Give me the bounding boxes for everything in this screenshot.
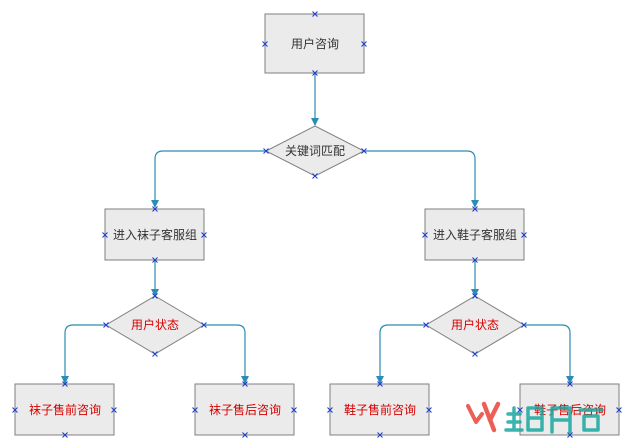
node-keyword-match-label: 关键词匹配: [285, 144, 345, 158]
node-shoes-presale[interactable]: 鞋子售前咨询: [329, 383, 430, 436]
port-marker-icon: [472, 293, 478, 299]
node-socks-group-label: 进入袜子客服组: [113, 227, 197, 242]
port-marker-icon: [567, 432, 573, 438]
node-user-consult-label: 用户咨询: [291, 36, 339, 51]
node-socks-aftersale-label: 袜子售后咨询: [209, 402, 281, 417]
node-user-status-left[interactable]: 用户状态: [105, 295, 205, 355]
port-marker-icon: [472, 351, 478, 357]
port-marker-icon: [103, 322, 109, 328]
port-marker-icon: [616, 407, 622, 413]
node-user-status-left-label: 用户状态: [131, 317, 179, 332]
port-marker-icon: [312, 173, 318, 179]
port-marker-icon: [327, 407, 333, 413]
port-marker-icon: [423, 322, 429, 328]
connector-status-right-to-aftersale: [524, 324, 574, 384]
port-marker-icon: [242, 432, 248, 438]
port-marker-icon: [361, 148, 367, 154]
connector-match-to-shoes: [364, 150, 479, 208]
node-socks-presale-label: 袜子售前咨询: [29, 402, 101, 417]
port-marker-icon: [291, 407, 297, 413]
node-socks-presale[interactable]: 袜子售前咨询: [14, 383, 115, 436]
port-marker-icon: [242, 381, 248, 387]
port-marker-icon: [517, 407, 523, 413]
connector-status-right-to-presale: [376, 324, 426, 384]
port-marker-icon: [361, 41, 367, 47]
port-marker-icon: [377, 381, 383, 387]
port-marker-icon: [201, 232, 207, 238]
port-marker-icon: [263, 148, 269, 154]
port-marker-icon: [102, 232, 108, 238]
port-marker-icon: [567, 381, 573, 387]
port-marker-icon: [521, 322, 527, 328]
port-marker-icon: [152, 293, 158, 299]
port-marker-icon: [426, 407, 432, 413]
port-marker-icon: [312, 11, 318, 17]
port-marker-icon: [262, 41, 268, 47]
port-marker-icon: [152, 351, 158, 357]
node-keyword-match[interactable]: 关键词匹配: [264, 125, 366, 177]
port-marker-icon: [192, 407, 198, 413]
port-marker-icon: [201, 322, 207, 328]
node-user-status-right-label: 用户状态: [451, 317, 499, 332]
node-user-consult[interactable]: 用户咨询: [264, 13, 365, 74]
port-marker-icon: [422, 232, 428, 238]
node-shoes-group[interactable]: 进入鞋子客服组: [424, 208, 525, 261]
watermark-logo-icon: [466, 401, 604, 434]
connector-status-left-to-presale: [61, 324, 106, 384]
connectors: [61, 73, 574, 384]
port-marker-icon: [472, 206, 478, 212]
port-marker-icon: [12, 407, 18, 413]
node-shoes-group-label: 进入鞋子客服组: [433, 227, 517, 242]
port-marker-icon: [111, 407, 117, 413]
port-marker-icon: [152, 257, 158, 263]
node-shoes-presale-label: 鞋子售前咨询: [344, 402, 416, 417]
port-marker-icon: [472, 257, 478, 263]
port-marker-icon: [62, 432, 68, 438]
port-marker-icon: [312, 70, 318, 76]
port-marker-icon: [377, 432, 383, 438]
port-markers: [12, 11, 622, 438]
port-marker-icon: [152, 206, 158, 212]
port-marker-icon: [62, 381, 68, 387]
node-socks-aftersale[interactable]: 袜子售后咨询: [194, 383, 295, 436]
node-socks-group[interactable]: 进入袜子客服组: [104, 208, 205, 261]
node-user-status-right[interactable]: 用户状态: [425, 295, 525, 355]
connector-status-left-to-aftersale: [204, 324, 249, 384]
port-marker-icon: [521, 232, 527, 238]
connector-match-to-socks: [151, 150, 266, 208]
